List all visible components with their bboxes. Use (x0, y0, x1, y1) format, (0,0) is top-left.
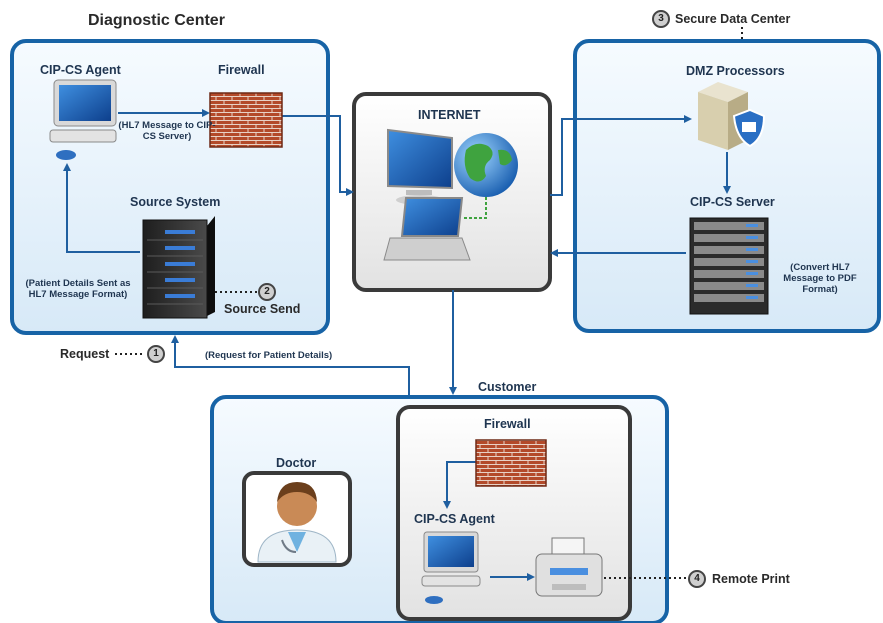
internet-panel (352, 92, 552, 292)
server-stack-icon (689, 217, 769, 315)
globe-icon (454, 133, 518, 197)
patient-note: (Patient Details Sent as HL7 Message For… (25, 278, 131, 300)
request-label: Request (60, 347, 110, 361)
source-send-label: Source Send (224, 302, 301, 316)
badge-1: 1 (147, 345, 165, 363)
laptop-icon (383, 197, 471, 261)
connector-firewall-to-internet (282, 115, 354, 196)
connector-request-to-source (171, 335, 410, 395)
badge-4: 4 (688, 570, 706, 588)
customer-computer-icon (421, 531, 481, 604)
badge-3: 3 (652, 10, 670, 28)
connector-source-to-agent (63, 163, 140, 253)
customer-agent-label: CIP-CS Agent (414, 512, 495, 526)
convert-note: (Convert HL7 Message to PDF Format) (783, 262, 857, 295)
diag-firewall-label: Firewall (218, 63, 265, 77)
page-title: Diagnostic Center (88, 12, 225, 29)
badge-2: 2 (258, 283, 276, 301)
network-link (462, 197, 487, 219)
firewall-icon (209, 92, 283, 148)
computer-icon (49, 79, 117, 160)
doctor-icon (257, 482, 337, 563)
server-rack-icon (142, 216, 215, 319)
customer-label: Customer (478, 380, 537, 394)
internet-label: INTERNET (418, 108, 481, 122)
remote-print-label: Remote Print (712, 572, 790, 586)
customer-firewall-icon (475, 439, 547, 487)
hl7-note: (HL7 Message to CIP-CS Server) (118, 120, 216, 142)
source-system-label: Source System (130, 195, 221, 209)
cipcs-server-label: CIP-CS Server (690, 195, 775, 209)
dmz-processors-label: DMZ Processors (686, 64, 785, 78)
request-note: (Request for Patient Details) (205, 350, 333, 361)
diag-agent-label: CIP-CS Agent (40, 63, 121, 77)
customer-firewall-label: Firewall (484, 417, 531, 431)
doctor-label: Doctor (276, 456, 317, 470)
shield-server-icon (698, 82, 766, 150)
printer-icon (535, 537, 603, 597)
secure-data-center-label: Secure Data Center (675, 12, 791, 26)
connector-internet-to-dmz (550, 115, 692, 196)
connector-firewall-to-agent (443, 461, 476, 509)
